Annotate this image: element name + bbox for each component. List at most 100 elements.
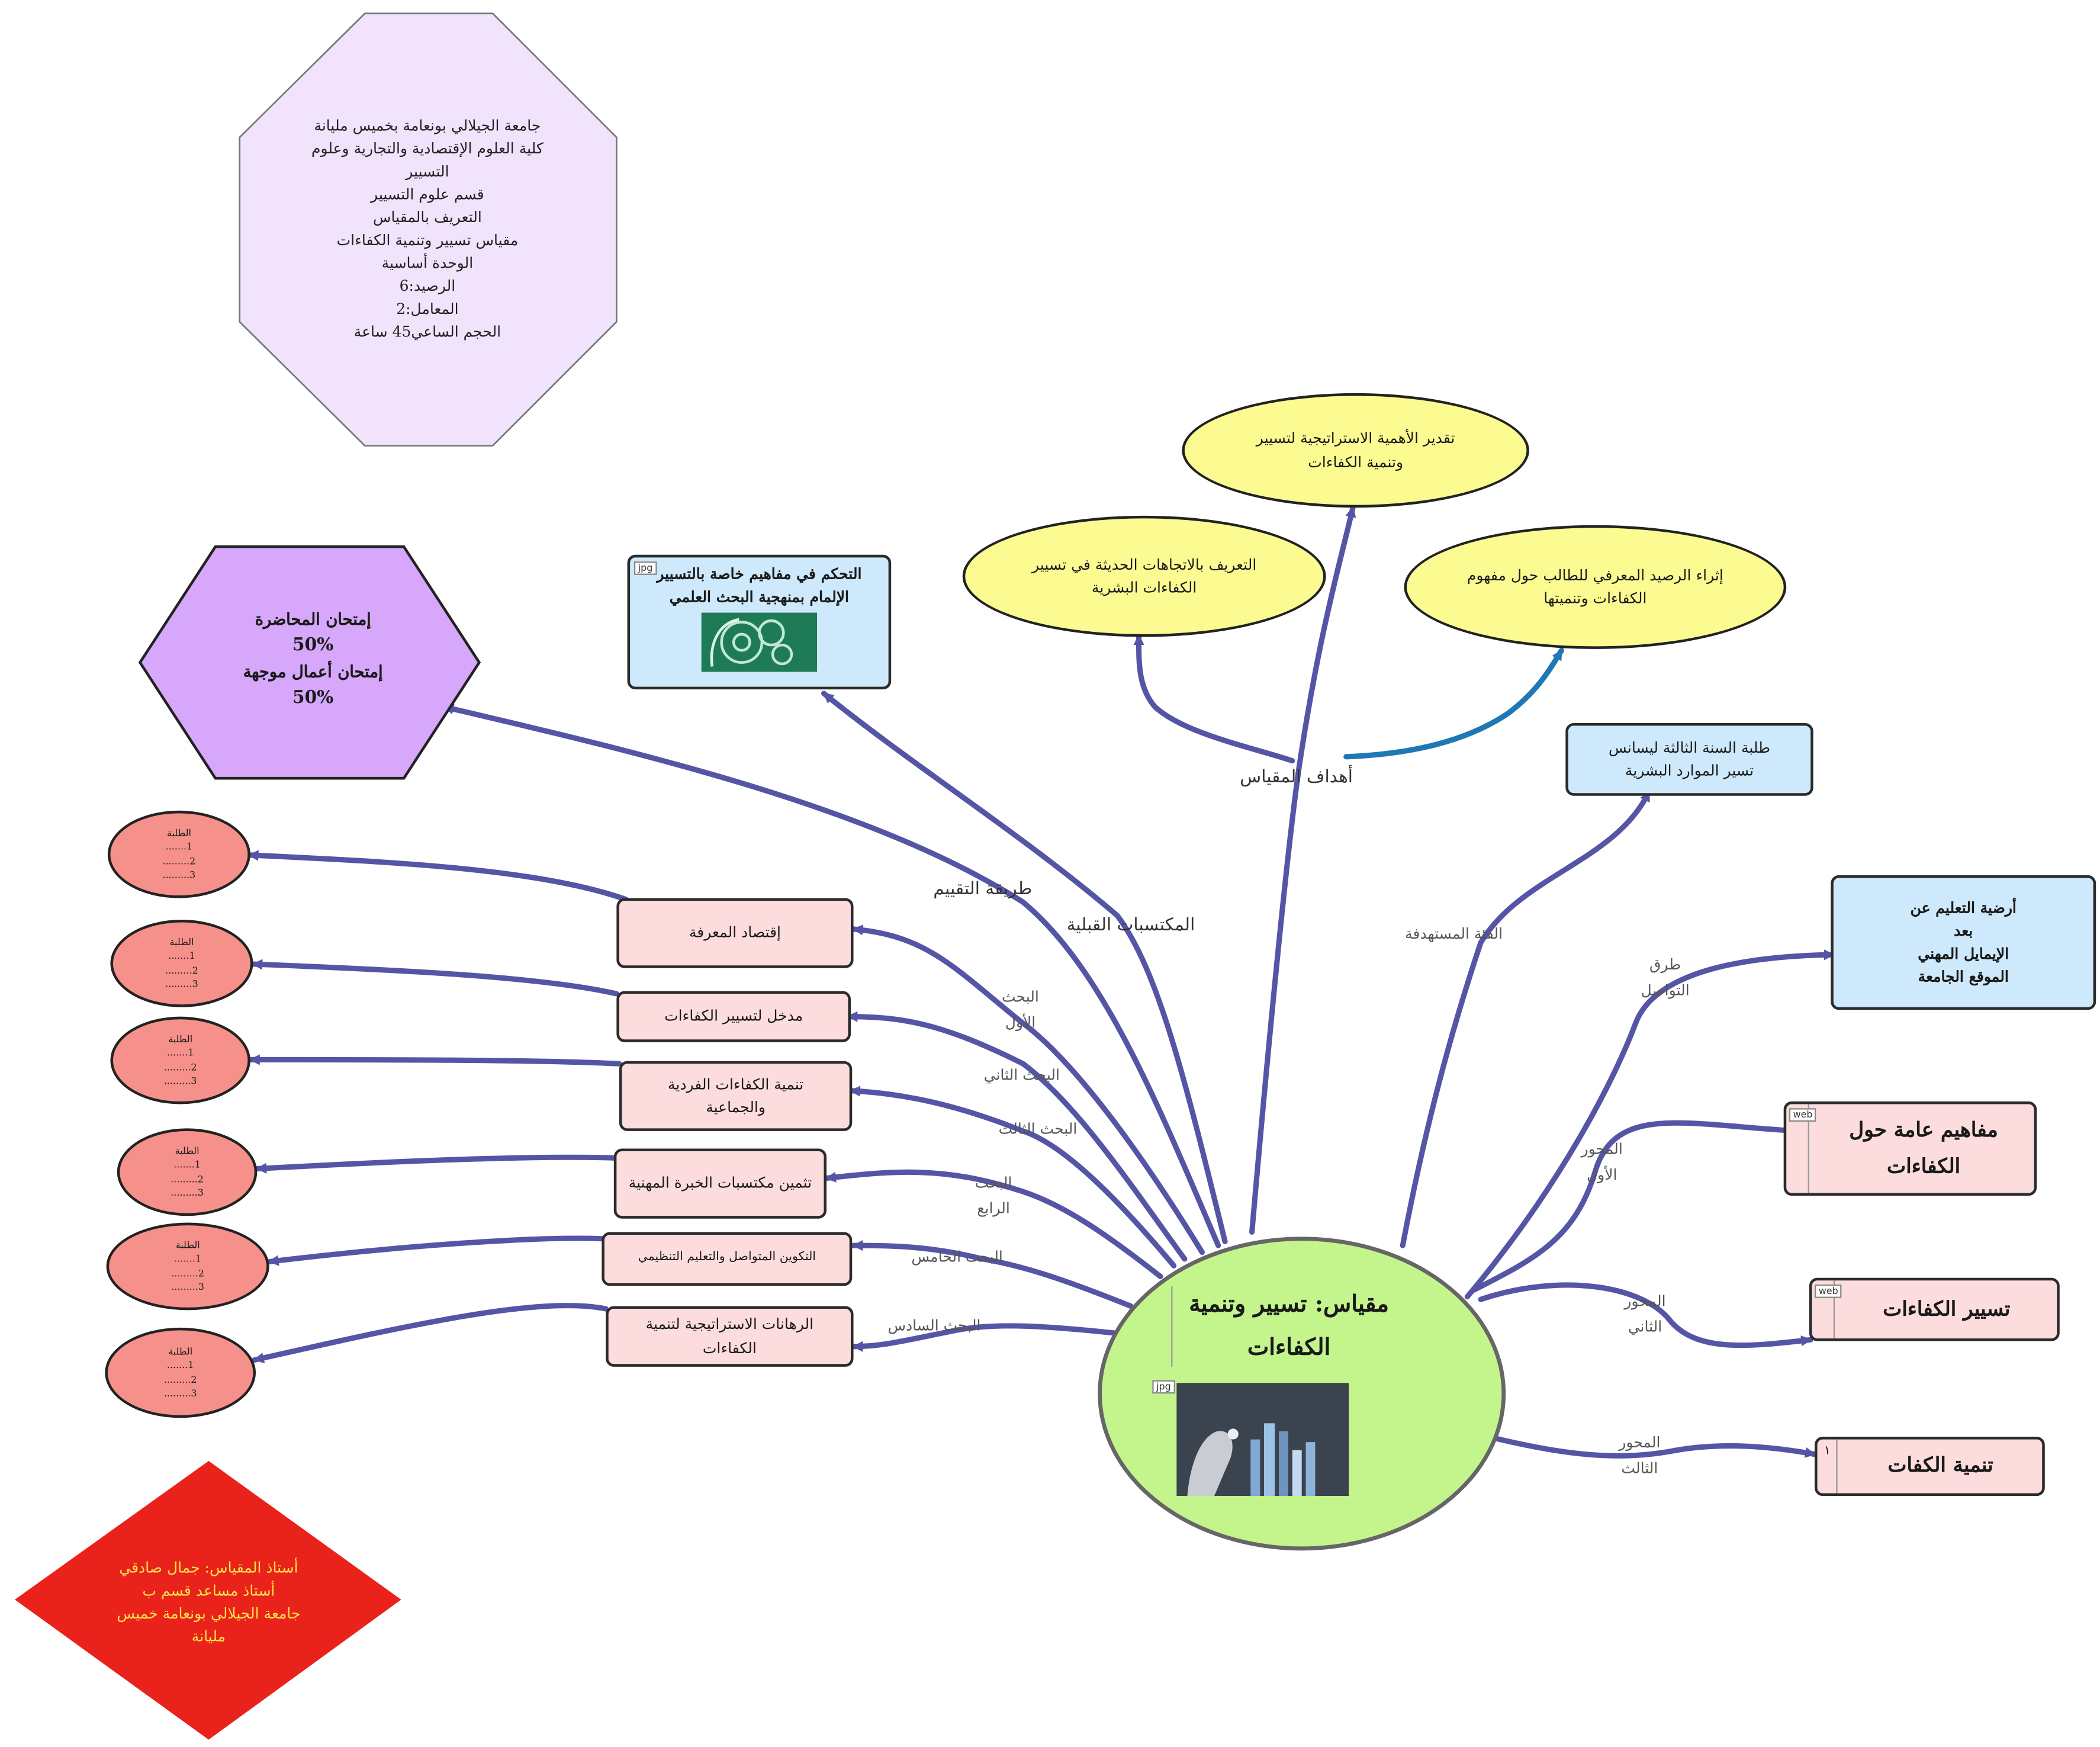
link-evaluation	[441, 704, 1221, 1248]
student-line: 1.......	[166, 1047, 194, 1059]
research-title: مدخل لتسيير الكفاءات	[664, 1007, 803, 1026]
central-node[interactable]: مقياس: تسيير وتنمية الكفاءات	[1171, 1273, 1407, 1380]
student-line: 1.......	[173, 1159, 201, 1170]
link-objective-left	[1133, 632, 1295, 764]
research-title: تثمين مكتسبات الخبرة المهنية	[628, 1174, 812, 1193]
student-heading: الطلبة	[175, 1145, 200, 1156]
link-bubble-6	[252, 1303, 609, 1363]
link-communication	[1464, 949, 1837, 1300]
evaluation-line: إمتحان المحاضرة	[255, 610, 371, 630]
prerequisites-node[interactable]: jpg التحكم في مفاهيم خاصة بالتسيير الإلم…	[627, 554, 892, 690]
link-bubble-4	[254, 1154, 619, 1174]
gears-head-image	[701, 612, 818, 672]
objective-text: تقدير الأهمية الاستراتيجية لتسيير وتنمية…	[1256, 430, 1455, 471]
student-line: 1.......	[165, 842, 193, 853]
link-objective-right	[1343, 647, 1565, 760]
axis-2-node[interactable]: web تسيير الكفاءات	[1809, 1277, 2060, 1341]
student-line: 3.........	[162, 869, 196, 881]
research-6-node[interactable]: الرهانات الاستراتيجية لتنمية الكفاءات	[606, 1306, 854, 1367]
audience-line: طلبة السنة الثالثة ليسانس	[1608, 739, 1771, 757]
link-bubble-3	[247, 1054, 622, 1067]
link-axis-3	[1491, 1435, 1818, 1459]
link-research-6	[850, 1323, 1118, 1352]
axis-marker: ١	[1824, 1444, 1831, 1459]
student-heading: الطلبة	[169, 936, 194, 948]
student-heading: الطلبة	[166, 827, 191, 839]
student-bubble[interactable]: الطلبة 1....... 2......... 3.........	[117, 1128, 258, 1216]
student-line: 2.........	[162, 855, 196, 867]
link-bubble-2	[250, 959, 619, 997]
link-bubble-5	[266, 1235, 606, 1266]
student-line: 3.........	[163, 1075, 197, 1087]
central-title: مقياس: تسيير وتنمية الكفاءات	[1189, 1290, 1389, 1361]
link-bubble-1	[246, 850, 629, 903]
branch-label-communication: طرق التواصل	[1641, 956, 1690, 999]
research-title: الرهانات الاستراتيجية لتنمية الكفاءات	[645, 1316, 814, 1357]
communication-line: أرضية التعليم عن	[1910, 899, 2017, 917]
student-line: 3.........	[165, 978, 198, 990]
student-bubble[interactable]: الطلبة 1....... 2......... 3.........	[110, 1016, 250, 1104]
research-label: البحث السادس	[887, 1316, 981, 1335]
research-label: البحث الخامس	[911, 1248, 1003, 1266]
evaluation-node[interactable]: إمتحان المحاضرة 50% إمتحان أعمال موجهة 5…	[202, 572, 424, 747]
student-line: 2.........	[163, 1374, 197, 1385]
info-line: المعامل:2	[396, 300, 459, 318]
research-label: البحث الثاني	[983, 1066, 1060, 1084]
instructor-line: أستاذ مساعد قسم ب	[142, 1582, 275, 1600]
objective-text: إثراء الرصيد المعرفي للطالب حول مفهوم ال…	[1467, 567, 1723, 608]
link-audience	[1400, 789, 1652, 1248]
audience-node[interactable]: طلبة السنة الثالثة ليسانس تسير الموارد ا…	[1565, 722, 1813, 796]
branch-label-objectives: أهداف المقياس	[1240, 767, 1353, 788]
research-2-node[interactable]: مدخل لتسيير الكفاءات	[616, 991, 851, 1042]
objective-3[interactable]: إثراء الرصيد المعرفي للطالب حول مفهوم ال…	[1404, 525, 1787, 649]
link-prerequisites	[821, 691, 1228, 1244]
research-label: البحث الرابع	[975, 1174, 1012, 1217]
student-line: 3.........	[163, 1388, 197, 1399]
business-hand-image	[1176, 1383, 1349, 1496]
link-research-4	[824, 1169, 1163, 1280]
audience-line: تسير الموارد البشرية	[1625, 762, 1754, 780]
info-line: التعريف بالمقياس	[372, 208, 482, 226]
student-line: 2.........	[165, 965, 198, 976]
branch-label-prerequisites: المكتسبات القبلية	[1066, 916, 1195, 936]
link-research-1	[850, 924, 1205, 1255]
web-tag: web	[1814, 1284, 1842, 1298]
axis-1-node[interactable]: web مفاهيم عامة حول الكفاءات	[1783, 1101, 2037, 1196]
student-heading: الطلبة	[168, 1033, 193, 1045]
web-tag: web	[1789, 1108, 1817, 1122]
objective-text: التعريف بالاتجاهات الحديثة في تسيير الكف…	[1031, 555, 1257, 597]
instructor-diamond-shape	[15, 1460, 401, 1740]
student-heading: الطلبة	[175, 1239, 200, 1251]
objective-2[interactable]: التعريف بالاتجاهات الحديثة في تسيير الكف…	[962, 515, 1326, 637]
info-octagon-shape	[239, 12, 618, 447]
branch-label-evaluation: طريقة التقييم	[933, 879, 1033, 900]
info-line: الرصيد:6	[399, 277, 456, 296]
communication-line: الإيمايل المهني	[1918, 945, 2009, 963]
student-bubble[interactable]: الطلبة 1....... 2......... 3.........	[107, 810, 250, 898]
instructor-line: أستاذ المقياس: جمال صادقي	[119, 1559, 298, 1577]
objective-1[interactable]: تقدير الأهمية الاستراتيجية لتسيير وتنمية…	[1182, 393, 1529, 508]
prerequisites-line: التحكم في مفاهيم خاصة بالتسيير	[657, 565, 862, 583]
communication-line: الموقع الجامعة	[1918, 968, 2009, 986]
instructor-line: جامعة الجيلالي بونعامة خميس مليانة	[117, 1605, 301, 1646]
axis-label: المحور الثالث	[1619, 1434, 1661, 1477]
student-bubble[interactable]: الطلبة 1....... 2......... 3.........	[105, 1327, 256, 1418]
research-5-node[interactable]: التكوين المتواصل والتعليم التنظيمي	[602, 1232, 853, 1286]
link-research-5	[850, 1240, 1134, 1309]
instructor-node[interactable]: أستاذ المقياس: جمال صادقي أستاذ مساعد قس…	[94, 1535, 323, 1669]
research-4-node[interactable]: تثمين مكتسبات الخبرة المهنية	[613, 1148, 827, 1219]
research-title: تنمية الكفاءات الفردية والجماعية	[667, 1075, 804, 1116]
research-1-node[interactable]: إقتصاد المعرفة	[616, 898, 854, 968]
axis-label: المحور الأول	[1581, 1140, 1623, 1183]
student-bubble[interactable]: الطلبة 1....... 2......... 3.........	[106, 1222, 269, 1311]
image-tag: jpg	[1152, 1380, 1175, 1394]
axis-3-node[interactable]: ١ تنمية الكفات	[1814, 1437, 2045, 1496]
info-line: قسم علوم التسيير	[371, 185, 484, 204]
evaluation-line: إمتحان أعمال موجهة	[243, 662, 383, 682]
communication-node[interactable]: أرضية التعليم عن بعد الإيمايل المهني الم…	[1831, 875, 2096, 1010]
student-bubble[interactable]: الطلبة 1....... 2......... 3.........	[110, 919, 253, 1007]
link-research-3	[848, 1086, 1177, 1268]
student-line: 3.........	[171, 1187, 204, 1199]
student-line: 1.......	[174, 1253, 201, 1265]
research-3-node[interactable]: تنمية الكفاءات الفردية والجماعية	[619, 1061, 853, 1131]
